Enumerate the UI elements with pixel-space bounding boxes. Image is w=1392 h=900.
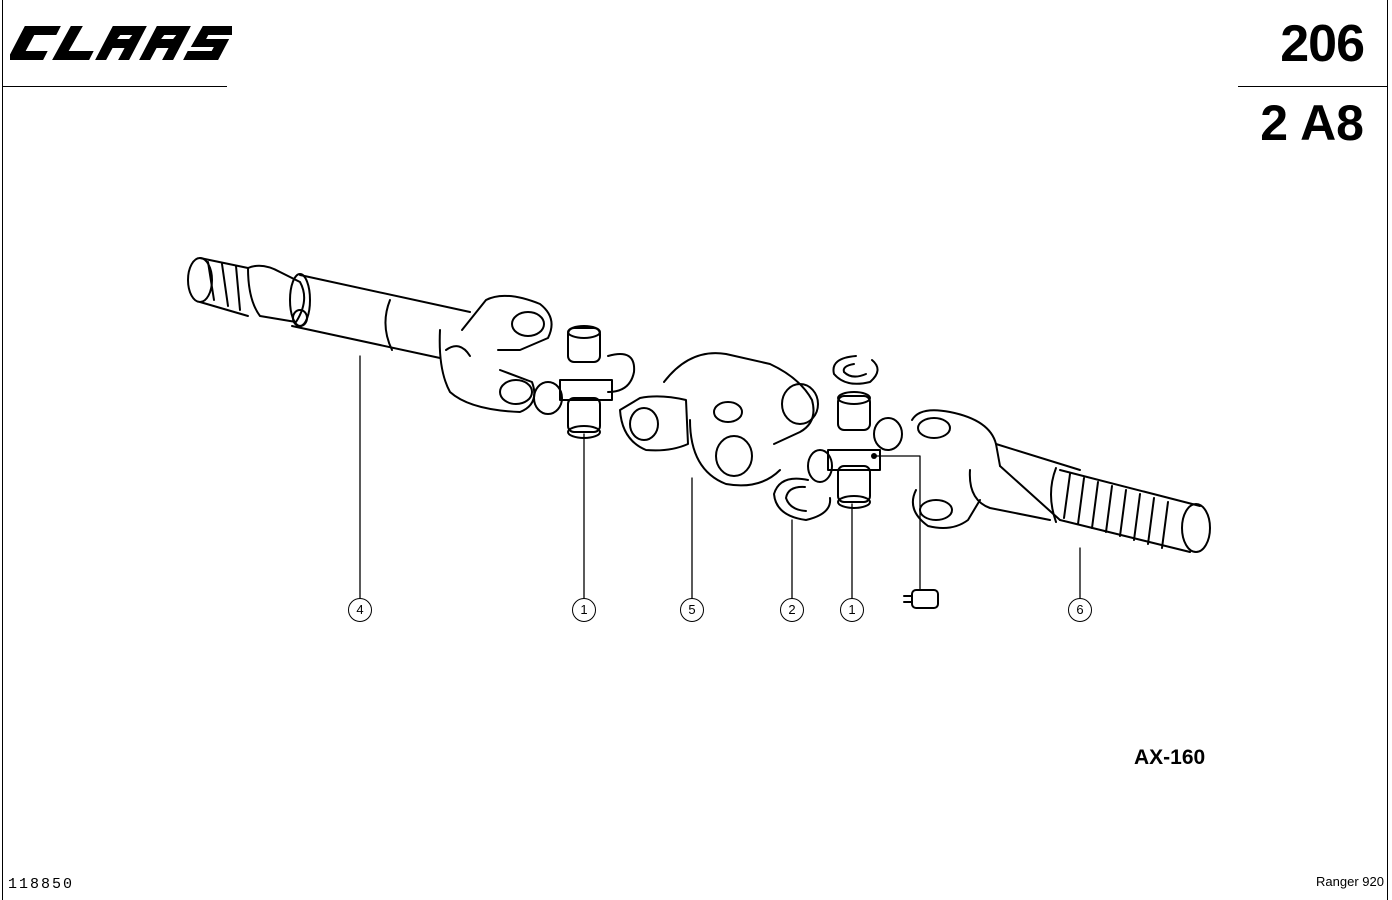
frame-right-border xyxy=(1387,0,1388,900)
callout-part-6: 6 xyxy=(1068,598,1092,622)
callout-part-4: 4 xyxy=(348,598,372,622)
drawing-number: 118850 xyxy=(8,876,75,893)
frame-left-border xyxy=(2,0,3,900)
callout-part-1-left: 1 xyxy=(572,598,596,622)
callout-leader-lines xyxy=(359,355,1081,599)
snap-ring-upper xyxy=(832,355,879,385)
part-4-shaft-yoke xyxy=(187,257,553,413)
page-number: 206 xyxy=(1280,15,1365,73)
part-1-right-universal-cross xyxy=(807,391,903,509)
header-rule-left xyxy=(3,86,227,87)
claas-logo xyxy=(10,26,232,60)
machine-model: Ranger 920 xyxy=(1316,874,1384,889)
section-code: 2 A8 xyxy=(1260,95,1364,151)
part-2-snap-ring xyxy=(773,477,832,521)
callout-part-5: 5 xyxy=(680,598,704,622)
part-5-center-double-yoke xyxy=(619,352,819,487)
header-rule-right xyxy=(1238,86,1388,87)
grease-nipple xyxy=(903,589,939,609)
grease-point-dot xyxy=(871,453,877,459)
part-6-shaft-yoke xyxy=(911,409,1211,553)
callout-part-2: 2 xyxy=(780,598,804,622)
part-1-left-universal-cross xyxy=(533,325,636,439)
callout-part-1-right: 1 xyxy=(840,598,864,622)
drawing-code: AX-160 xyxy=(1134,746,1206,769)
